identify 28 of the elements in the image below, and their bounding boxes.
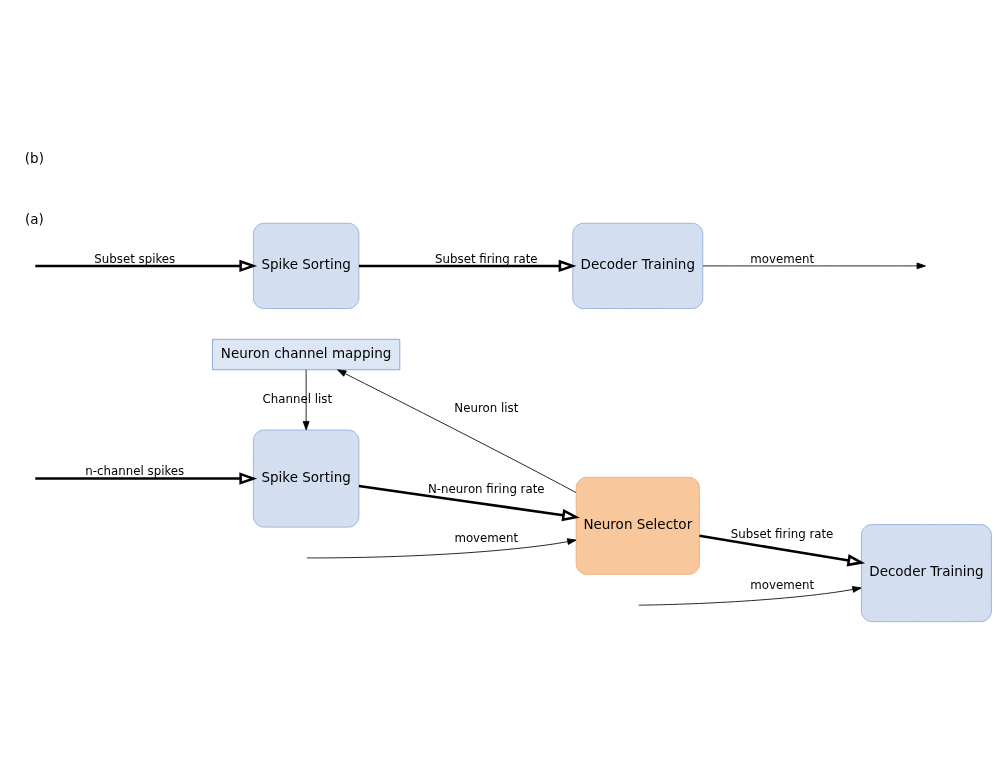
edge-label: Subset firing rate	[435, 251, 538, 266]
edge-label: movement	[750, 251, 815, 266]
arrow	[337, 369, 577, 493]
edge-label: n-channel spikes	[85, 464, 185, 479]
arrow	[638, 586, 862, 606]
arrow	[358, 259, 577, 273]
node-box: Neuron channel mapping	[212, 338, 401, 371]
arrow	[302, 369, 310, 431]
label: (a)	[24, 210, 44, 227]
edge-label: Neuron list	[454, 401, 519, 416]
edge-label: Subset firing rate	[730, 526, 834, 541]
arrow	[35, 259, 258, 273]
node-box: Decoder Training	[572, 222, 704, 309]
arrow	[699, 534, 866, 567]
edge-label: N-neuron firing rate	[428, 482, 545, 497]
node-box: Neuron Selector	[575, 476, 700, 575]
edge-label: Channel list	[262, 392, 333, 406]
node-box: Decoder Training	[861, 524, 992, 623]
arrow	[35, 472, 258, 485]
edge-label: Subset spikes	[94, 251, 176, 266]
arrow	[702, 262, 926, 270]
arrow	[358, 484, 580, 522]
label: (b)	[24, 149, 44, 166]
edge-label: movement	[454, 531, 519, 546]
edge-label: movement	[750, 578, 815, 593]
node-box: Spike Sorting	[252, 429, 360, 528]
node-box: Spike Sorting	[252, 222, 360, 309]
arrow	[306, 538, 577, 559]
